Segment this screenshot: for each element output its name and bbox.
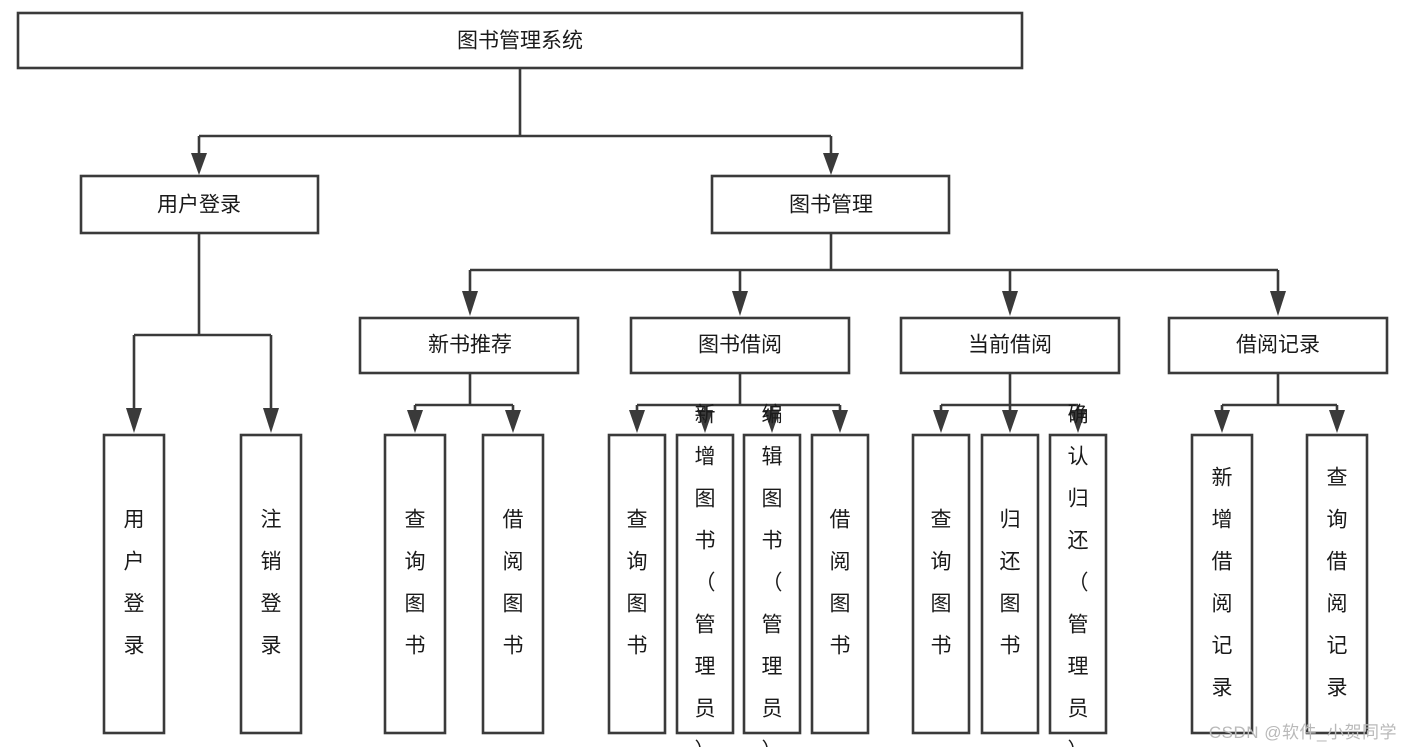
leaf-logout-label: 注销登录	[261, 509, 282, 658]
leaf-current-query-book[interactable]: 查询图书	[911, 433, 971, 735]
arrow-to-user-login	[191, 153, 207, 175]
leaf-current-confirm-return-box[interactable]	[1048, 433, 1108, 735]
arrow-to-book-mgmt	[823, 153, 839, 175]
arrow-to-record-leaf-1	[1214, 410, 1230, 433]
node-book-borrow-box[interactable]	[629, 316, 851, 375]
leaf-current-return-book-box[interactable]	[980, 433, 1040, 735]
leaf-borrow-borrow-book-label: 借阅图书	[830, 509, 851, 658]
node-book-management-label: 图书管理	[789, 194, 873, 217]
connector-layer	[126, 68, 1345, 433]
arrow-to-leaf-user-login	[126, 408, 142, 433]
leaf-newbook-query-book-box[interactable]	[383, 433, 447, 735]
node-new-book-recommend-label: 新书推荐	[428, 334, 512, 357]
arrow-to-current-leaf-1	[933, 410, 949, 433]
arrow-to-current-leaf-3	[1070, 410, 1086, 433]
node-user-login-label: 用户登录	[157, 194, 241, 217]
node-new-book-recommend-box[interactable]	[358, 316, 580, 375]
leaf-user-login-label: 用户登录	[124, 509, 145, 658]
leaf-current-query-book-box[interactable]	[911, 433, 971, 735]
leaf-logout-box[interactable]	[239, 433, 303, 735]
arrow-to-leaf-logout	[263, 408, 279, 433]
leaf-current-confirm-return-label: 确认归还（管理员）	[1068, 404, 1089, 747]
leaf-borrow-add-book[interactable]: 新增图书（管理员）	[675, 404, 735, 747]
arrow-to-borrow-record	[1270, 291, 1286, 316]
node-user-login-box[interactable]	[79, 174, 320, 235]
node-root[interactable]: 图书管理系统	[16, 11, 1024, 70]
arrow-to-current-borrow	[1002, 291, 1018, 316]
node-borrow-record[interactable]: 借阅记录	[1167, 316, 1389, 375]
leaf-newbook-query-book[interactable]: 查询图书	[383, 433, 447, 735]
leaf-current-return-book[interactable]: 归还图书	[980, 433, 1040, 735]
arrow-to-book-borrow	[732, 291, 748, 316]
arrow-to-bookborrow-leaf-1	[629, 410, 645, 433]
node-current-borrow-box[interactable]	[899, 316, 1121, 375]
node-book-management[interactable]: 图书管理	[710, 174, 951, 235]
leaf-record-add-record-label: 新增借阅记录	[1212, 467, 1233, 700]
leaf-record-query-record-label: 查询借阅记录	[1327, 467, 1348, 700]
node-current-borrow-label: 当前借阅	[968, 334, 1052, 357]
csdn-watermark: CSDN @软件_小贺同学	[1208, 723, 1397, 742]
arrow-to-current-leaf-2	[1002, 410, 1018, 433]
node-borrow-record-box[interactable]	[1167, 316, 1389, 375]
leaf-borrow-query-book-label: 查询图书	[627, 509, 648, 658]
leaf-borrow-add-book-box[interactable]	[675, 433, 735, 735]
leaf-record-add-record[interactable]: 新增借阅记录	[1190, 433, 1254, 735]
leaf-borrow-edit-book-label: 编辑图书（管理员）	[762, 404, 783, 747]
leaf-user-login[interactable]: 用户登录	[102, 433, 166, 735]
leaf-newbook-borrow-book-box[interactable]	[481, 433, 545, 735]
arrow-to-bookborrow-leaf-4	[832, 410, 848, 433]
leaf-borrow-borrow-book-box[interactable]	[810, 433, 870, 735]
leaf-borrow-edit-book[interactable]: 编辑图书（管理员）	[742, 404, 802, 747]
leaf-newbook-borrow-book[interactable]: 借阅图书	[481, 433, 545, 735]
leaf-borrow-borrow-book[interactable]: 借阅图书	[810, 433, 870, 735]
node-root-box[interactable]	[16, 11, 1024, 70]
arrow-to-bookborrow-leaf-3	[764, 410, 780, 433]
leaf-borrow-query-book[interactable]: 查询图书	[607, 433, 667, 735]
leaf-logout[interactable]: 注销登录	[239, 433, 303, 735]
node-book-borrow[interactable]: 图书借阅	[629, 316, 851, 375]
node-current-borrow[interactable]: 当前借阅	[899, 316, 1121, 375]
arrow-to-new-book	[462, 291, 478, 316]
node-root-label: 图书管理系统	[457, 30, 583, 53]
arrow-to-newbook-leaf-1	[407, 410, 423, 433]
arrow-to-bookborrow-leaf-2	[697, 410, 713, 433]
leaf-borrow-add-book-label: 新增图书（管理员）	[695, 404, 716, 747]
leaf-borrow-edit-book-box[interactable]	[742, 433, 802, 735]
leaf-current-return-book-label: 归还图书	[1000, 509, 1021, 658]
leaf-user-login-box[interactable]	[102, 433, 166, 735]
leaf-borrow-query-book-box[interactable]	[607, 433, 667, 735]
node-user-login[interactable]: 用户登录	[79, 174, 320, 235]
leaf-newbook-query-book-label: 查询图书	[405, 509, 426, 658]
node-book-management-box[interactable]	[710, 174, 951, 235]
node-borrow-record-label: 借阅记录	[1236, 334, 1320, 357]
arrow-to-record-leaf-2	[1329, 410, 1345, 433]
leaf-newbook-borrow-book-label: 借阅图书	[503, 509, 524, 658]
node-book-borrow-label: 图书借阅	[698, 334, 782, 357]
leaf-record-add-record-box[interactable]	[1190, 433, 1254, 735]
arrow-to-newbook-leaf-2	[505, 410, 521, 433]
leaf-record-query-record[interactable]: 查询借阅记录	[1305, 433, 1369, 735]
leaf-record-query-record-box[interactable]	[1305, 433, 1369, 735]
node-new-book-recommend[interactable]: 新书推荐	[358, 316, 580, 375]
leaf-current-query-book-label: 查询图书	[931, 509, 952, 658]
leaf-current-confirm-return[interactable]: 确认归还（管理员）	[1048, 404, 1108, 747]
